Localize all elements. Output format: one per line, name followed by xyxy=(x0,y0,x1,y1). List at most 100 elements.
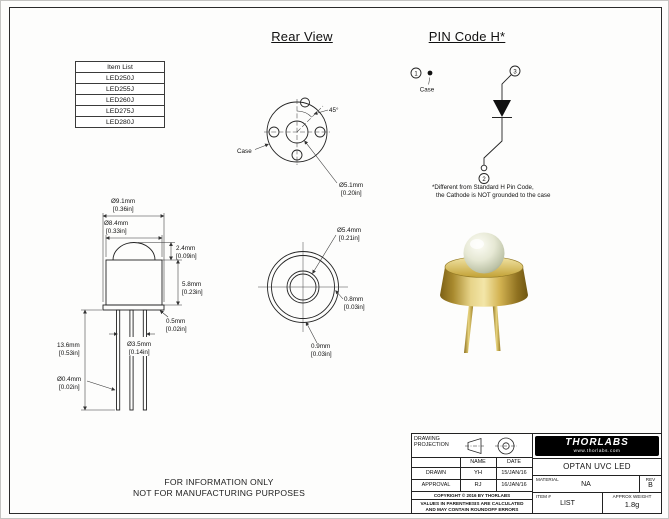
side-view-dimensions: Ø9.1mm [0.36in] Ø8.4mm [0.33in] 2.4mm [0… xyxy=(57,198,203,411)
item-list-entry: LED250J xyxy=(75,72,165,84)
values-note: VALUES IN PARENTHESIS ARE CALCULATED AND… xyxy=(412,500,532,513)
grid-line xyxy=(412,457,532,458)
lens-highlight xyxy=(470,239,484,249)
dim-rim-in: [0.03in] xyxy=(344,304,365,311)
dim-lens-height-in: [0.09in] xyxy=(176,253,197,260)
thorlabs-logo-text: THORLABS xyxy=(565,437,629,448)
pin1-circle xyxy=(410,67,422,79)
flange-outline xyxy=(102,304,165,311)
item-number-label: ITEM # xyxy=(536,494,551,499)
values-note-line-1: VALUES IN PARENTHESIS ARE CALCULATED xyxy=(420,501,524,506)
date-header: DATE xyxy=(507,459,521,465)
sheet-border xyxy=(9,7,662,514)
dim-cap-dia-mm: Ø8.4mm xyxy=(104,220,128,227)
rear-view-drawing: 45° Case Ø5.1mm [0.20in] xyxy=(237,97,363,197)
item-list-table: Item List LED250J LED255J LED260J LED275… xyxy=(75,61,165,128)
drawn-date: 15/JAN/16 xyxy=(501,470,527,476)
dim-lens-dia-mm: Ø5.4mm xyxy=(337,227,361,234)
pin2-terminal xyxy=(480,164,488,172)
dim-cap-height-in: [0.23in] xyxy=(182,289,203,296)
pin-code-schematic: 1 3 2 Case *Different from Standard H Pi… xyxy=(410,65,551,199)
led-lead xyxy=(492,303,501,351)
grid-line xyxy=(532,492,661,493)
grid-line xyxy=(639,475,640,492)
dim-lead-length-mm: 13.6mm xyxy=(57,342,80,349)
item-list-header: Item List xyxy=(75,61,165,73)
lead xyxy=(142,309,147,411)
can-body-outline xyxy=(105,259,163,306)
grid-line xyxy=(412,491,532,492)
pin2-number: 2 xyxy=(482,177,486,183)
grid-line xyxy=(532,475,661,476)
item-list-entry: LED280J xyxy=(75,116,165,128)
approval-date: 16/JAN/16 xyxy=(501,482,527,488)
copyright-notice: COPYRIGHT © 2016 BY THORLABS xyxy=(433,493,511,498)
dim-lead-length-in: [0.53in] xyxy=(59,350,80,357)
material-value: NA xyxy=(581,481,591,488)
pin-code-footnote-1: *Different from Standard H Pin Code, xyxy=(432,184,534,191)
anode-wire xyxy=(501,74,512,100)
approval-name: RJ xyxy=(474,482,482,488)
info-line-1: FOR INFORMATION ONLY xyxy=(164,477,274,487)
case-leader xyxy=(428,77,431,85)
drawn-label: DRAWN xyxy=(425,470,447,476)
item-list-entry: LED255J xyxy=(75,83,165,95)
dim-rim-mm: 0.8mm xyxy=(344,296,363,303)
pin2-circle xyxy=(478,173,490,184)
led-can-body xyxy=(440,267,528,307)
grid-line xyxy=(412,467,532,468)
pin-code-title: PIN Code H* xyxy=(428,29,506,44)
case-dot xyxy=(427,70,433,76)
dim-lead-dia-in: [0.02in] xyxy=(59,384,80,391)
grid-line xyxy=(496,457,497,492)
led-ball-lens xyxy=(463,232,505,274)
dim-lens-height-mm: 2.4mm xyxy=(176,245,195,252)
drawn-name: YH xyxy=(473,470,483,476)
dim-flange-dia-mm: Ø9.1mm xyxy=(111,198,135,205)
rear-case-label: Case xyxy=(237,148,252,155)
pin3-number: 3 xyxy=(513,69,517,75)
product-title: OPTAN UVC LED xyxy=(563,462,631,471)
name-header: NAME xyxy=(470,459,486,465)
grid-line xyxy=(532,434,533,513)
rear-dia-in: [0.20in] xyxy=(341,190,362,197)
item-number-value: LIST xyxy=(560,500,575,507)
led-3d-render xyxy=(440,232,528,353)
drawing-projection-label: DRAWING PROJECTION xyxy=(414,436,449,449)
rev-label: REV xyxy=(645,477,656,482)
lens-dome-outline xyxy=(112,242,156,261)
dim-cap-height-mm: 5.8mm xyxy=(182,281,201,288)
pin-case-label: Case xyxy=(420,87,435,94)
grid-line xyxy=(460,457,461,492)
approx-weight-value: 1.8g xyxy=(624,500,640,509)
dim-pin-circle-in: [0.14in] xyxy=(129,349,150,356)
pin3-circle xyxy=(509,65,521,77)
rear-angle-label: 45° xyxy=(329,106,339,114)
pin-code-footnote-2: the Cathode is NOT grounded to the case xyxy=(436,192,551,199)
dim-flange-dia-in: [0.36in] xyxy=(113,206,134,213)
dim-lens-dia-in: [0.21in] xyxy=(339,235,360,242)
grid-line xyxy=(602,492,603,513)
thorlabs-logo: THORLABS www.thorlabs.com xyxy=(535,436,659,456)
rear-centerlines xyxy=(264,99,330,165)
led-lead xyxy=(464,303,474,353)
item-list-entry: LED275J xyxy=(75,105,165,117)
grid-line xyxy=(412,479,532,480)
rear-dia-mm: Ø5.1mm xyxy=(339,182,363,189)
dim-flange-thick-in: [0.02in] xyxy=(166,326,187,333)
information-notice: FOR INFORMATION ONLY NOT FOR MANUFACTURI… xyxy=(96,477,342,499)
side-view-drawing xyxy=(102,242,165,411)
diode-symbol xyxy=(493,100,511,117)
title-block: DRAWING PROJECTION NAME DATE DRAWN YH 15… xyxy=(411,433,662,514)
values-note-line-2: AND MAY CONTAIN ROUNDOFF ERRORS xyxy=(425,507,519,512)
dim-edge-in: [0.03in] xyxy=(311,351,332,358)
lead xyxy=(116,309,121,411)
pin1-number: 1 xyxy=(414,71,418,77)
thorlabs-url: www.thorlabs.com xyxy=(573,448,621,453)
cathode-wire xyxy=(483,117,503,165)
dim-lead-dia-mm: Ø0.4mm xyxy=(57,376,81,383)
approval-label: APPROVAL xyxy=(421,482,451,488)
info-line-2: NOT FOR MANUFACTURING PURPOSES xyxy=(133,488,305,498)
